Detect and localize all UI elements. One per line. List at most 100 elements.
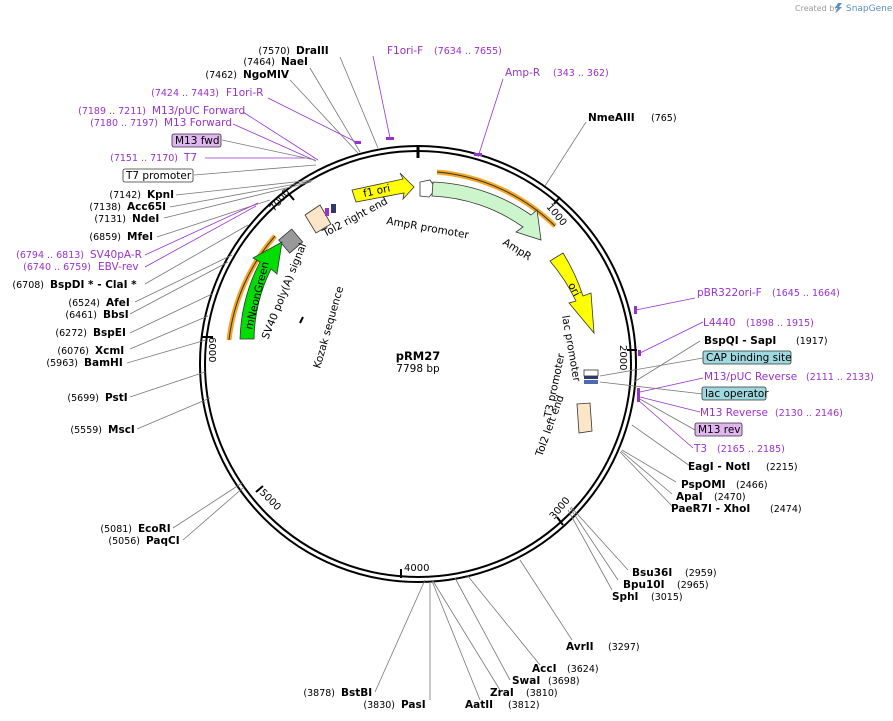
primer-range-m13-forward: (7180 .. 7197) (90, 118, 158, 129)
snapgene-logo: SnapGene (846, 4, 893, 14)
primer-m13-puc-reverse[interactable]: M13/pUC Reverse (704, 371, 797, 383)
primer-amp-r[interactable]: Amp-R (505, 67, 540, 79)
enzyme-swai[interactable]: SwaI (512, 675, 540, 687)
primer-range-m13-puc-forward: (7189 .. 7211) (78, 106, 146, 117)
enzyme-ngomiv[interactable]: NgoMIV (243, 69, 290, 81)
primer-range-f1ori-r: (7424 .. 7443) (151, 88, 219, 99)
credit-text: Created by (795, 4, 839, 13)
feature-label-kozak: Kozak sequence (311, 285, 346, 370)
enzyme-sphi[interactable]: SphI (612, 591, 638, 603)
primer-f1ori-r[interactable]: F1ori-R (226, 87, 263, 99)
primer-f1ori-f[interactable]: F1ori-F (387, 45, 423, 57)
enzyme-pos-acci: (3624) (567, 664, 599, 675)
enzyme-eagi-noti[interactable]: EagI - NotI (688, 461, 750, 473)
m13-rev-box[interactable] (694, 422, 743, 437)
primer-l4440[interactable]: L4440 (703, 317, 736, 329)
enzyme-apai[interactable]: ApaI (676, 491, 703, 503)
feature-tol2-left-end[interactable] (576, 402, 593, 434)
cap-binding-site-label: CAP binding site (706, 352, 792, 364)
enzyme-pos-kpni: (7142) (109, 190, 141, 201)
m13-fwd-label: M13 fwd (175, 135, 220, 147)
primer-ebv-rev[interactable]: EBV-rev (98, 261, 139, 273)
enzyme-bamhi[interactable]: BamHI (84, 357, 123, 369)
enzyme-bspei[interactable]: BspEI (93, 327, 126, 339)
feature-label-ampr: AmpR (500, 236, 533, 263)
enzyme-pos-xhoi: (2474) (770, 504, 802, 515)
primer-m13-forward[interactable]: M13 Forward (164, 117, 232, 129)
enzyme-pspomi[interactable]: PspOMI (681, 479, 726, 491)
enzyme-bsu36i[interactable]: Bsu36I (632, 567, 672, 579)
enzyme-pos-ngomiv: (7462) (205, 70, 237, 81)
enzyme-kpni[interactable]: KpnI (147, 189, 174, 201)
enzyme-pos-xcmi: (6076) (57, 346, 89, 357)
enzyme-paqci[interactable]: PaqCI (146, 535, 180, 547)
enzyme-msci[interactable]: MscI (108, 424, 135, 436)
enzyme-mfei[interactable]: MfeI (127, 231, 153, 243)
enzyme-bspdi-clai[interactable]: BspDI * - ClaI * (50, 279, 137, 291)
enzyme-xcmi[interactable]: XcmI (95, 345, 124, 357)
feature-ori[interactable] (549, 252, 595, 335)
lac-operator-box[interactable] (701, 386, 767, 401)
orf-arc-ampr-line (436, 171, 556, 227)
enzyme-acc65i[interactable]: Acc65I (127, 201, 166, 213)
enzyme-avrii[interactable]: AvrII (566, 641, 594, 653)
enzyme-bspqi-sapi[interactable]: BspQI - SapI (704, 335, 776, 347)
enzyme-pos-draiii: (7570) (258, 46, 290, 57)
enzyme-psti[interactable]: PstI (105, 392, 128, 404)
primer-m13-puc-forward[interactable]: M13/pUC Forward (152, 105, 245, 117)
enzyme-naei[interactable]: NaeI (281, 56, 308, 68)
primer-m13-reverse[interactable]: M13 Reverse (700, 407, 768, 419)
feature-cap-binding[interactable] (584, 376, 598, 379)
enzyme-pasi[interactable]: PasI (401, 699, 426, 711)
enzyme-pos-afei: (6524) (68, 298, 100, 309)
plasmid-name: pRM27 (396, 349, 441, 363)
primer-t7[interactable]: T7 (183, 152, 197, 164)
feature-label-f1-ori: f1 ori (362, 183, 391, 200)
feature-sv40-polya[interactable] (278, 228, 304, 254)
enzyme-ecori[interactable]: EcoRI (138, 523, 171, 535)
enzyme-pos-msci: (5559) (70, 425, 102, 436)
enzyme-ndei[interactable]: NdeI (132, 213, 159, 225)
feature-mneongreen[interactable] (239, 241, 283, 340)
primer-range-sv40pa-r: (6794 .. 6813) (16, 250, 84, 261)
enzyme-labels: (7570) DraIII (7464) NaeI (7462) NgoMIV … (12, 45, 827, 711)
primer-t3[interactable]: T3 (693, 443, 707, 455)
enzyme-pos-paqci: (5056) (108, 536, 140, 547)
cap-binding-site-box[interactable] (702, 350, 792, 365)
t7-promoter-box[interactable] (122, 168, 194, 183)
enzyme-zrai[interactable]: ZraI (490, 687, 514, 699)
tick-label-6000: 6000 (206, 337, 217, 362)
plasmid-length: 7798 bp (396, 363, 440, 375)
enzyme-pos-acc65i: (7138) (89, 202, 121, 213)
feature-tol2-right-end[interactable] (304, 204, 332, 234)
primer-sv40pa-r[interactable]: SV40pA-R (90, 249, 142, 261)
primer-pbr322ori-f[interactable]: pBR322ori-F (697, 287, 762, 299)
enzyme-bstbi[interactable]: BstBI (341, 687, 372, 699)
enzyme-acci[interactable]: AccI (532, 663, 556, 675)
enzyme-pos-bamhi: (5963) (46, 358, 78, 369)
enzyme-aatii[interactable]: AatII (465, 699, 493, 711)
feature-lac-operator[interactable] (584, 380, 598, 384)
feature-kozak[interactable] (299, 316, 304, 324)
t7-promoter-label: T7 promoter (125, 170, 192, 182)
m13-fwd-box[interactable] (171, 133, 222, 148)
primer-range-pbr322ori-f: (1645 .. 1664) (772, 288, 840, 299)
enzyme-nmeaiii[interactable]: NmeAIII (588, 112, 635, 124)
feature-lac-promoter[interactable] (583, 369, 599, 377)
enzyme-pos-noti: (2215) (766, 462, 798, 473)
feature-f1-ori[interactable] (351, 172, 415, 203)
feature-t7-marker (325, 208, 329, 216)
feature-leader-lines (193, 139, 704, 431)
enzyme-pos-sphi: (3015) (651, 592, 683, 603)
feature-ampr[interactable] (431, 181, 542, 241)
enzyme-paer7i-xhoi[interactable]: PaeR7I - XhoI (671, 503, 750, 515)
enzyme-bpu10i[interactable]: Bpu10I (623, 579, 665, 591)
feature-label-ampr-promoter: AmpR promoter (385, 215, 470, 241)
enzyme-draiii[interactable]: DraIII (296, 45, 329, 57)
enzyme-afei[interactable]: AfeI (106, 297, 130, 309)
enzyme-pos-swai: (3698) (548, 676, 580, 687)
enzyme-bbsi[interactable]: BbsI (103, 309, 129, 321)
enzyme-pos-sapi: (1917) (796, 336, 828, 347)
